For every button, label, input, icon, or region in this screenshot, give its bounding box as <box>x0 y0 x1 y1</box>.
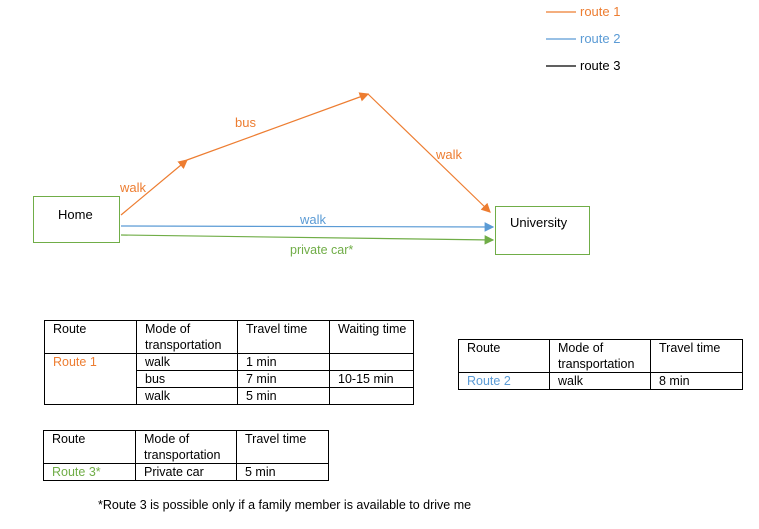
table-row: bus 7 min 10-15 min <box>44 370 414 388</box>
route-cell: Route 3* <box>43 463 136 481</box>
edge-walk1 <box>120 159 188 216</box>
route2-table: Route Mode of transportation Travel time… <box>458 339 743 390</box>
table-header: Mode of transportation <box>136 320 238 354</box>
route-cell: Route 2 <box>458 372 550 390</box>
table-row: Route 1 walk 1 min <box>44 353 414 371</box>
table-row: Route Mode of transportation Travel time <box>43 430 329 464</box>
legend-label-route2: route 2 <box>580 31 621 46</box>
table-cell: Private car <box>135 463 237 481</box>
edge-label-walk-direct: walk <box>300 212 327 227</box>
footnote: *Route 3 is possible only if a family me… <box>98 498 472 512</box>
table-cell: bus <box>136 370 238 388</box>
legend-label-route1: route 1 <box>580 4 621 19</box>
table-header: Waiting time <box>329 320 414 354</box>
node-university-label: University <box>510 215 568 230</box>
edge-label-walk2: walk <box>436 147 463 162</box>
table-cell: 1 min <box>237 353 330 371</box>
table-cell: 5 min <box>236 463 329 481</box>
table-header: Mode of transportation <box>549 339 651 373</box>
table-cell <box>44 370 137 388</box>
route-diagram <box>120 11 576 245</box>
node-university: University <box>495 206 590 255</box>
table-header: Route <box>458 339 550 373</box>
edge-private-car <box>120 234 495 245</box>
table-header: Travel time <box>650 339 743 373</box>
table-header: Mode of transportation <box>135 430 237 464</box>
node-home: Home <box>33 196 120 243</box>
table-header: Route <box>44 320 137 354</box>
table-header: Travel time <box>237 320 330 354</box>
edge-label-private-car: private car* <box>290 243 354 257</box>
table-row: Route 2 walk 8 min <box>458 372 743 390</box>
table-row: walk 5 min <box>44 387 414 405</box>
table-cell: walk <box>136 353 238 371</box>
edge-walk2 <box>367 93 491 213</box>
table-cell: walk <box>136 387 238 405</box>
edge-walk-direct <box>120 222 495 232</box>
table-cell: walk <box>549 372 651 390</box>
edge-label-bus: bus <box>235 115 256 130</box>
table-header: Travel time <box>236 430 329 464</box>
route-cell: Route 1 <box>44 353 137 371</box>
route3-table: Route Mode of transportation Travel time… <box>43 430 329 481</box>
table-cell: 8 min <box>650 372 743 390</box>
table-row: Route Mode of transportation Travel time <box>458 339 743 373</box>
table-cell: 5 min <box>237 387 330 405</box>
table-cell <box>44 387 137 405</box>
node-home-label: Home <box>58 207 93 222</box>
table-row: Route Mode of transportation Travel time… <box>44 320 414 354</box>
table-header: Route <box>43 430 136 464</box>
legend-label-route3: route 3 <box>580 58 621 73</box>
table-cell: 10-15 min <box>329 370 414 388</box>
table-row: Route 3* Private car 5 min <box>43 463 329 481</box>
table-cell: 7 min <box>237 370 330 388</box>
route1-table: Route Mode of transportation Travel time… <box>44 320 414 405</box>
table-cell <box>329 387 414 405</box>
table-cell <box>329 353 414 371</box>
edge-label-walk1: walk <box>120 180 147 195</box>
edge-bus <box>186 92 370 161</box>
